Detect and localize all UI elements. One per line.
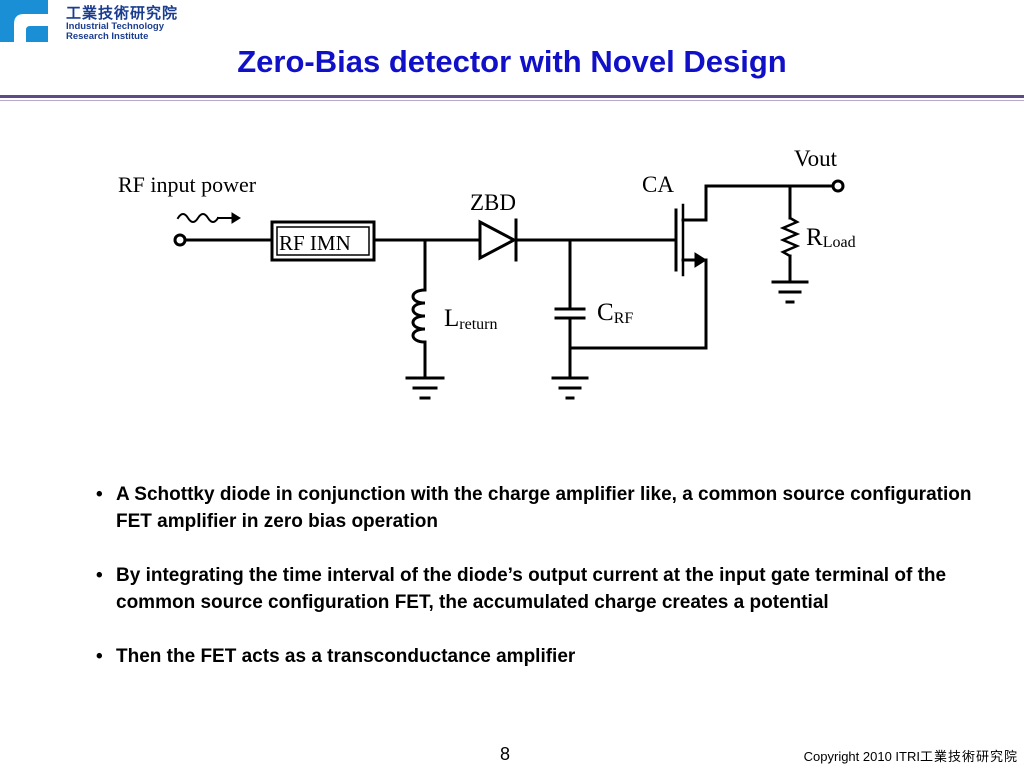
rf-imn-block bbox=[270, 220, 376, 262]
header-rule bbox=[0, 95, 1024, 98]
itri-logo bbox=[0, 0, 48, 42]
zbd-label: ZBD bbox=[470, 190, 516, 215]
zbd-diode bbox=[478, 219, 518, 261]
rf-wave-icon bbox=[176, 213, 220, 223]
c-rf-label: CRF bbox=[597, 299, 633, 327]
copyright-zh: 工業技術研究院 bbox=[919, 750, 1018, 765]
header-rule-thin bbox=[0, 100, 1024, 101]
vout-label: Vout bbox=[794, 146, 838, 171]
c-main: C bbox=[597, 299, 614, 326]
l-sub: return bbox=[459, 316, 497, 333]
vout-terminal bbox=[831, 179, 845, 193]
fet-source-arrow bbox=[694, 252, 707, 268]
org-name-en-line2: Research Institute bbox=[66, 31, 149, 42]
r-load-label: RLoad bbox=[806, 224, 856, 251]
ca-label: CA bbox=[642, 172, 674, 197]
page-number: 8 bbox=[500, 744, 511, 764]
circuit-schematic: RF input power RF IMN ZBD CA Vout Lretur… bbox=[118, 146, 856, 400]
r-load-resistor bbox=[779, 216, 801, 258]
org-name-zh: 工業技術研究院 bbox=[66, 4, 179, 22]
c-sub: RF bbox=[614, 310, 634, 327]
l-return-inductor bbox=[411, 288, 427, 344]
r-main: R bbox=[806, 224, 823, 251]
bullet-item: Then the FET acts as a transconductance … bbox=[96, 643, 996, 670]
bullet-item: A Schottky diode in conjunction with the… bbox=[96, 481, 996, 535]
rf-input-label: RF input power bbox=[118, 172, 257, 197]
rf-imn-label: RF IMN bbox=[279, 231, 351, 255]
copyright-notice: Copyright 2010 ITRI工業技術研究院 bbox=[804, 746, 1018, 765]
bullet-list: A Schottky diode in conjunction with the… bbox=[96, 481, 996, 697]
l-main: L bbox=[444, 305, 459, 332]
l-return-label: Lreturn bbox=[444, 305, 497, 333]
r-sub: Load bbox=[823, 234, 856, 251]
copyright-text: Copyright 2010 ITRI bbox=[803, 749, 920, 764]
org-name-en: Industrial Technology Research Institute bbox=[66, 22, 164, 42]
org-name-en-line1: Industrial Technology bbox=[66, 21, 164, 32]
bullet-item: By integrating the time interval of the … bbox=[96, 562, 996, 616]
slide-title: Zero-Bias detector with Novel Design bbox=[237, 44, 787, 79]
